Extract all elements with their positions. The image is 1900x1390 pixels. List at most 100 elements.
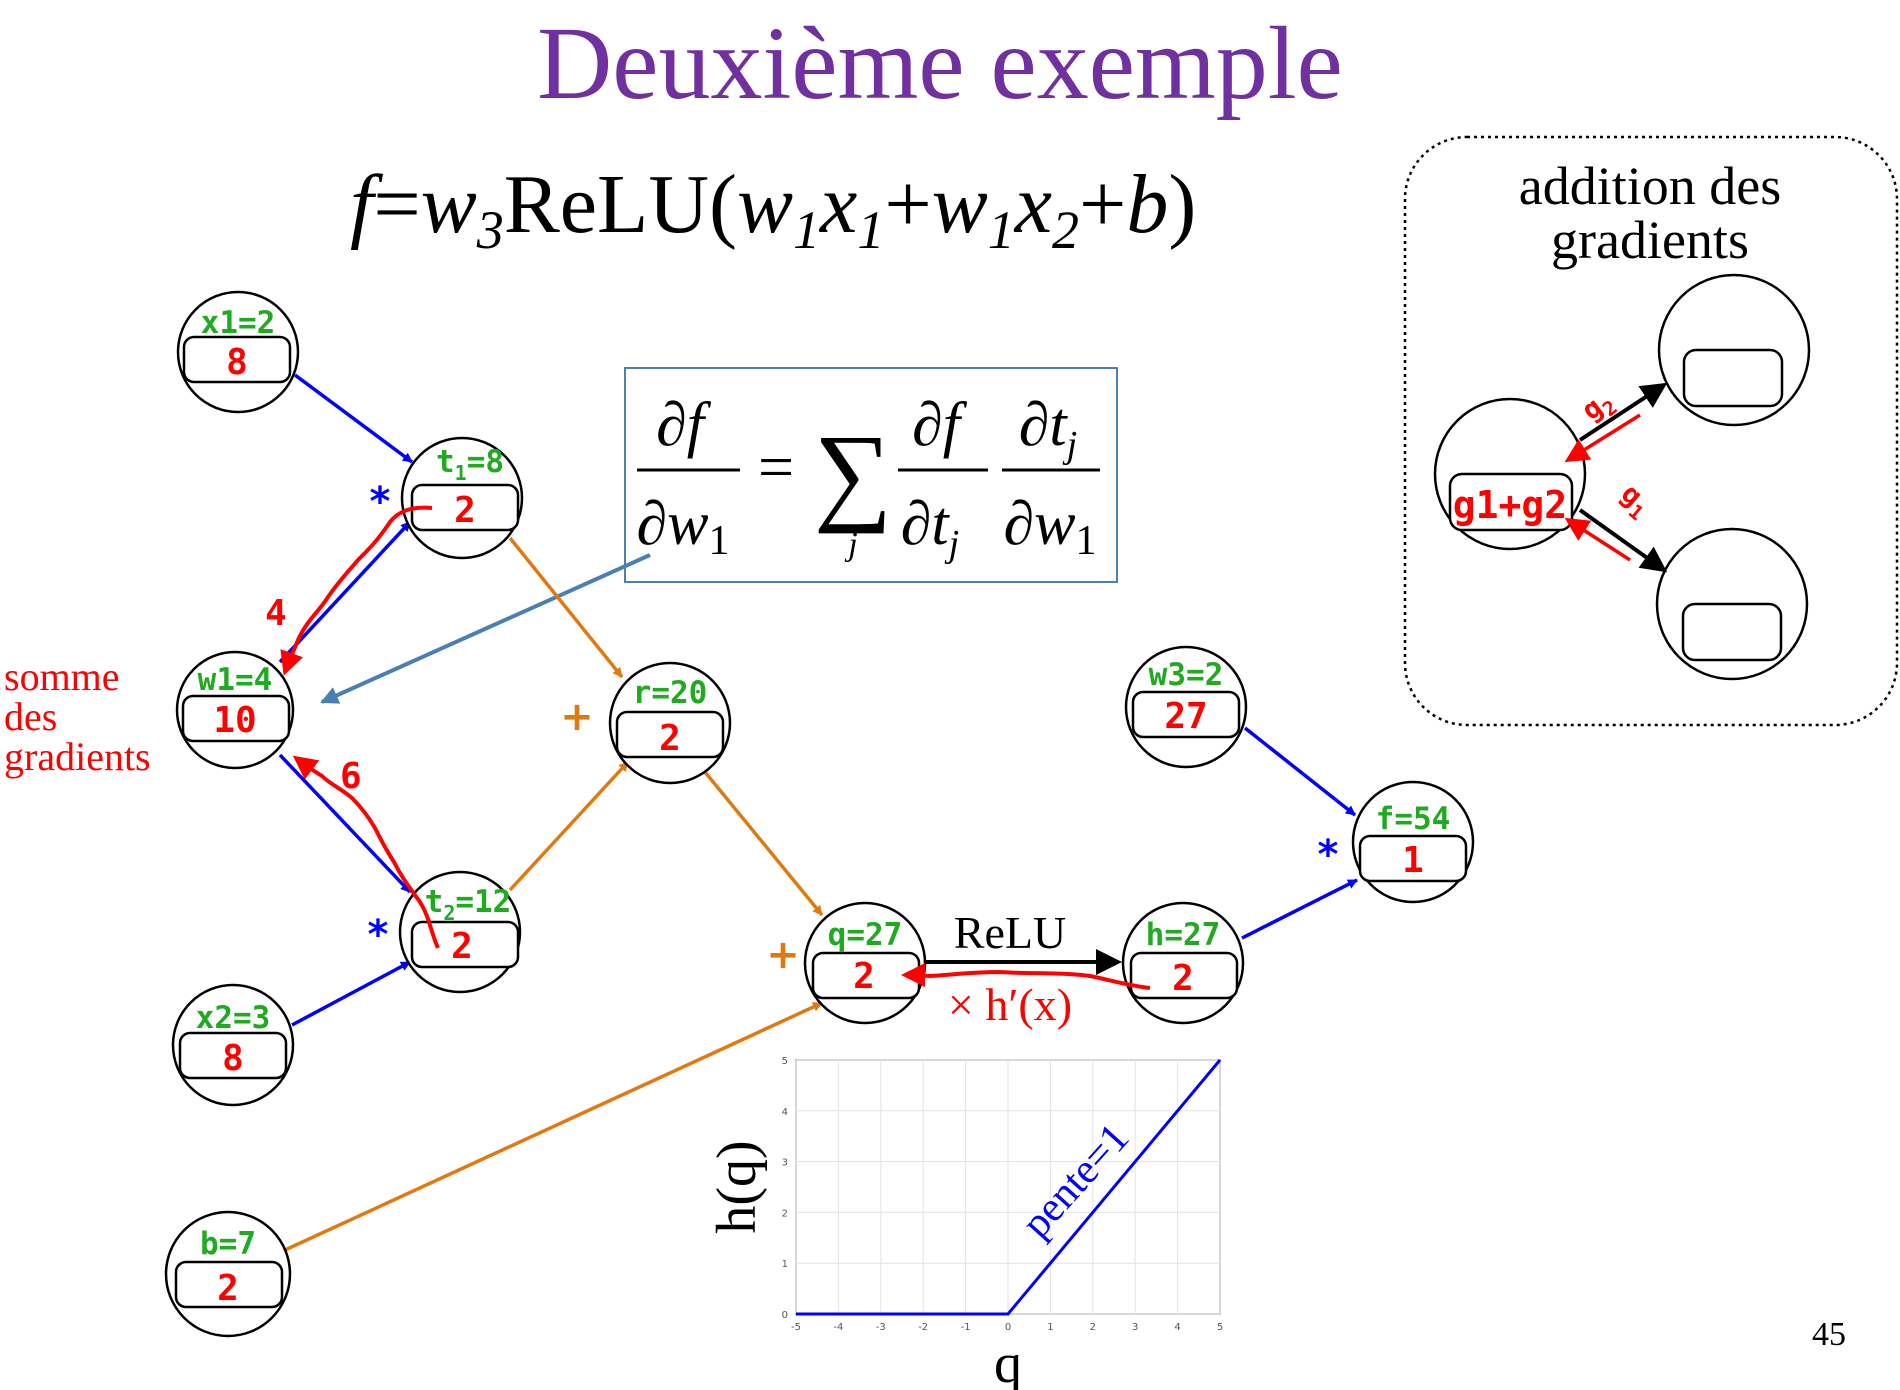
y-tick-label: 3: [782, 1158, 788, 1169]
x-tick-label: 4: [1174, 1322, 1180, 1333]
formula-relu: ReLU(: [504, 158, 737, 251]
term2-numerator: ∂tj: [1019, 391, 1077, 466]
node-t2-label: t2=12: [425, 884, 512, 925]
callout-arrow: [320, 553, 651, 704]
x-tick-label: 3: [1132, 1322, 1138, 1333]
x-tick-label: -1: [961, 1322, 971, 1333]
formula-close: ): [1168, 158, 1196, 251]
node-t2-grad: 2: [451, 926, 473, 967]
node-t1-grad: 2: [454, 490, 476, 531]
node-b-grad: 2: [217, 1268, 239, 1309]
chain-rule-box: ∂f ∂w1 = ∑ j ∂f ∂tj ∂tj ∂w1: [624, 367, 1118, 583]
node-q-grad: 2: [853, 956, 875, 997]
node-w1: w1=4 10: [175, 650, 295, 770]
grad-path-t2-w1: [292, 755, 440, 949]
y-tick-label: 1: [782, 1259, 788, 1270]
node-x2-label: x2=3: [196, 1000, 271, 1036]
x-tick-label: 1: [1047, 1322, 1053, 1333]
node-q: q=27 2: [803, 901, 927, 1025]
y-tick-label: 0: [782, 1310, 788, 1321]
inset-title-line1: addition des: [1519, 156, 1781, 216]
inset-node-left-box: [1448, 472, 1574, 532]
lhs-denominator: ∂w1: [637, 490, 730, 564]
node-f-grad: 1: [1402, 840, 1424, 881]
formula-w1a: w: [737, 158, 793, 251]
node-x2: x2=3 8: [171, 983, 295, 1107]
node-q-label: q=27: [828, 917, 903, 953]
node-h-label: h=27: [1146, 917, 1221, 953]
node-b-label: b=7: [200, 1226, 256, 1262]
operator-mult-f: *: [1318, 832, 1339, 878]
slide-title: Deuxième exemple: [537, 6, 1343, 121]
edge-x2-t2: [291, 960, 411, 1027]
somme-line2: des: [4, 694, 57, 739]
edge-t2-r: [508, 760, 630, 892]
formula-x1: x: [818, 158, 857, 251]
y-tick-label: 2: [782, 1208, 788, 1219]
formula-x2: x: [1013, 158, 1052, 251]
edge-w3-f: [1243, 726, 1357, 817]
inset-g1-label: g1: [1611, 477, 1658, 525]
x-tick-label: -3: [876, 1322, 886, 1333]
node-r-label: r=20: [633, 675, 708, 711]
inset-grad-from-bottom: [1564, 517, 1631, 562]
x-tick-label: -2: [918, 1322, 928, 1333]
inset-grad-from-top: [1564, 413, 1641, 463]
node-h: h=27 2: [1121, 901, 1245, 1025]
edge-x1-t1: [293, 373, 414, 464]
lhs-numerator: ∂f: [656, 391, 712, 459]
node-r: r=20 2: [608, 661, 732, 785]
formula-w1a-sub: 1: [793, 200, 820, 260]
node-r-grad: 2: [659, 718, 681, 759]
formula-plus2: +: [1079, 158, 1126, 251]
y-tick-label: 4: [782, 1107, 788, 1118]
node-t2: t2=12 2: [398, 870, 522, 994]
node-t1: t1=8 2: [400, 436, 524, 560]
inset-node-bottom-box: [1681, 602, 1783, 662]
node-w1-grad: 10: [213, 700, 256, 741]
node-x2-grad: 8: [222, 1038, 244, 1079]
plot-x-label: q: [994, 1333, 1022, 1390]
operator-add-r: +: [560, 694, 594, 740]
formula-w1b-sub: 1: [988, 200, 1015, 260]
inset-gradient-addition: addition des gradients g1+g2 g2 g1: [1403, 135, 1899, 727]
formula-x2-sub: 2: [1052, 200, 1079, 260]
edge-b-q: [284, 1001, 823, 1252]
chain-rule-frame: [624, 367, 1118, 583]
x-tick-label: 0: [1005, 1322, 1011, 1333]
somme-line3: gradients: [4, 734, 151, 779]
node-x1-grad: 8: [226, 342, 248, 383]
formula-b: b: [1126, 158, 1168, 251]
node-w3-grad: 27: [1164, 696, 1207, 737]
edge-t1-r: [508, 536, 624, 679]
node-t1-label: t1=8: [436, 444, 504, 485]
node-f: f=54 1: [1351, 780, 1475, 904]
page-number: 45: [1812, 1316, 1846, 1353]
formula-w3: w: [421, 158, 477, 251]
grad-path-t1-w1: [280, 505, 433, 676]
plot-y-ticks: 0 1 2 3 4 5: [782, 1056, 788, 1321]
chain-equals: =: [758, 431, 794, 502]
node-b: b=7 2: [164, 1210, 292, 1338]
inset-edge-to-bottom: [1578, 508, 1668, 573]
edge-w1-t1: [278, 520, 412, 664]
node-w3: w3=2 27: [1124, 645, 1248, 769]
node-w3-label: w3=2: [1149, 657, 1224, 693]
sum-index: j: [844, 526, 857, 563]
y-tick-label: 5: [782, 1056, 788, 1067]
inset-node-top-box: [1682, 348, 1784, 408]
node-x1-label: x1=2: [201, 305, 276, 341]
node-f-label: f=54: [1376, 801, 1451, 837]
inset-frame: [1403, 135, 1899, 727]
operator-add-q: +: [766, 932, 800, 978]
sum-sign: ∑: [814, 412, 892, 534]
edge-r-q: [703, 770, 824, 917]
plot-y-label: h(q): [706, 1140, 768, 1233]
x-tick-label: -4: [833, 1322, 843, 1333]
term1-numerator: ∂f: [912, 391, 968, 459]
inset-edge-to-top: [1578, 382, 1668, 442]
formula-w1b: w: [932, 158, 988, 251]
plot-grid: [795, 1059, 1221, 1315]
x-tick-label: 5: [1217, 1322, 1223, 1333]
